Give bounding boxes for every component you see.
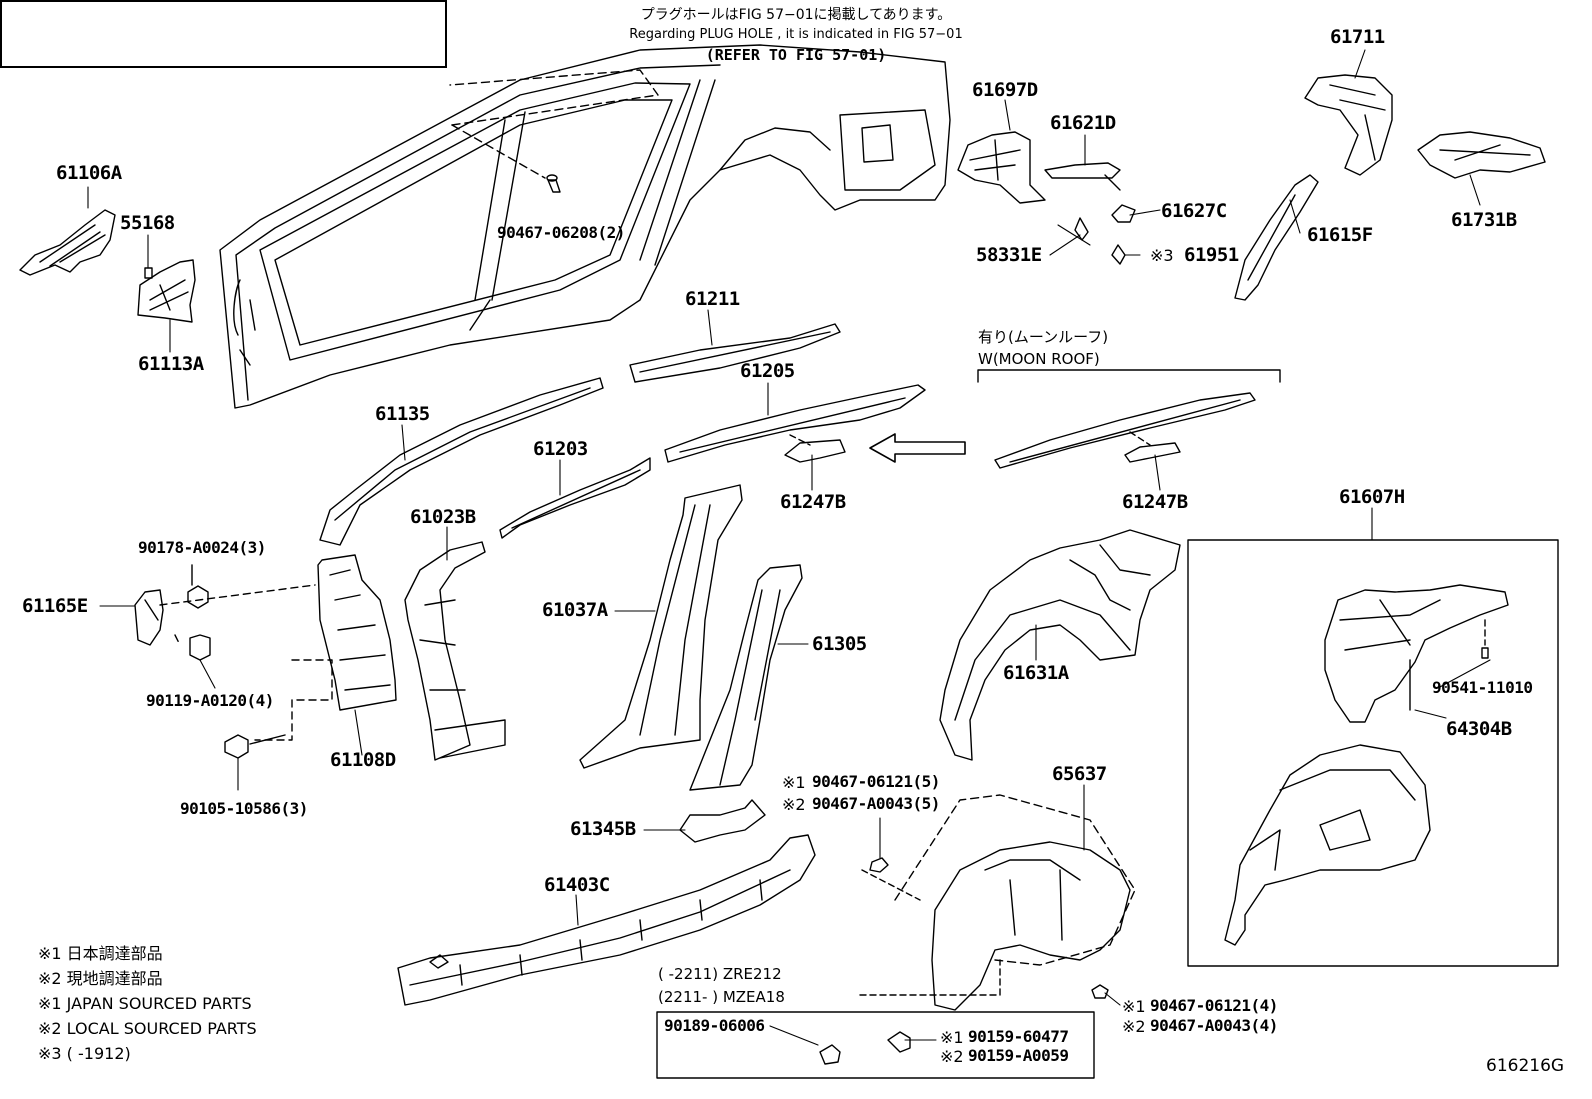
part-label-90467-A0043-4[interactable]: 90467-A0043(4)	[1150, 1016, 1278, 1035]
part-label-61247B-a[interactable]: 61247B	[780, 491, 846, 513]
mark-3: ※3	[1150, 246, 1174, 265]
moon-roof-en: W(MOON ROOF)	[978, 350, 1100, 368]
part-label-90467-A0043-5[interactable]: 90467-A0043(5)	[812, 794, 940, 813]
inner-wheelhouse-box-illustration	[1224, 584, 1509, 946]
part-label-61203[interactable]: 61203	[533, 438, 588, 460]
part-label-90119-A0120[interactable]: 90119-A0120(4)	[146, 691, 274, 710]
part-label-90467-06121-5[interactable]: 90467-06121(5)	[812, 772, 940, 791]
legend-line-5: ※3 ( -1912)	[38, 1044, 131, 1063]
legend-line-3: ※1 JAPAN SOURCED PARTS	[38, 994, 252, 1013]
part-label-61403C[interactable]: 61403C	[544, 874, 610, 896]
fender-liner-illustration	[819, 794, 1136, 1065]
part-label-90178-A0024[interactable]: 90178-A0024(3)	[138, 538, 266, 557]
front-bracket-bolts-illustration	[134, 564, 333, 759]
part-label-61247B-b[interactable]: 61247B	[1122, 491, 1188, 513]
part-label-61305[interactable]: 61305	[812, 633, 867, 655]
note-refer-fig[interactable]: (REFER TO FIG 57-01)	[705, 46, 887, 64]
pillars-illustration	[317, 484, 803, 843]
fastener-box-frame	[656, 1011, 1095, 1079]
part-label-90159-60477[interactable]: 90159-60477	[968, 1027, 1069, 1046]
rocker-sill-illustration	[397, 834, 816, 1006]
figure-id: 616216G	[1486, 1056, 1565, 1076]
part-label-61023B[interactable]: 61023B	[410, 506, 476, 528]
part-label-61345B[interactable]: 61345B	[570, 818, 636, 840]
part-label-90467-06208[interactable]: 90467-06208(2)	[497, 223, 625, 242]
part-label-65637[interactable]: 65637	[1052, 763, 1107, 785]
part-label-61621D[interactable]: 61621D	[1050, 112, 1116, 134]
part-label-61108D[interactable]: 61108D	[330, 749, 396, 771]
part-label-61627C[interactable]: 61627C	[1161, 200, 1227, 222]
part-label-64304B[interactable]: 64304B	[1446, 718, 1512, 740]
part-label-61615F[interactable]: 61615F	[1307, 224, 1373, 246]
model-note-line2: (2211- ) MZEA18	[658, 988, 785, 1006]
box-61607H-frame	[1187, 539, 1559, 967]
part-label-90541-11010[interactable]: 90541-11010	[1432, 678, 1533, 697]
part-label-61165E[interactable]: 61165E	[22, 595, 88, 617]
part-label-61113A[interactable]: 61113A	[138, 353, 204, 375]
note-english: Regarding PLUG HOLE , it is indicated in…	[629, 27, 963, 42]
rear-quarter-inner-illustration	[1234, 74, 1546, 301]
roof-rails-illustration	[319, 323, 1281, 546]
mark-2-c: ※2	[940, 1047, 964, 1066]
part-label-61205[interactable]: 61205	[740, 360, 795, 382]
note-japanese: プラグホールはFIG 57−01に掲載してあります。	[640, 7, 952, 23]
part-label-61106A[interactable]: 61106A	[56, 162, 122, 184]
part-label-58331E[interactable]: 58331E	[976, 244, 1042, 266]
part-label-61607H[interactable]: 61607H	[1339, 486, 1405, 508]
mark-1-c: ※1	[940, 1028, 964, 1047]
legend-line-2: ※2 現地調達部品	[38, 969, 163, 988]
part-label-90105-10586[interactable]: 90105-10586(3)	[180, 799, 308, 818]
part-label-61731B[interactable]: 61731B	[1451, 209, 1517, 231]
model-note-line1: ( -2211) ZRE212	[658, 965, 782, 983]
body-side-panel-illustration	[219, 44, 951, 409]
part-label-61135[interactable]: 61135	[375, 403, 430, 425]
part-label-61037A[interactable]: 61037A	[542, 599, 608, 621]
part-label-90467-06121-4[interactable]: 90467-06121(4)	[1150, 996, 1278, 1015]
mark-1-a: ※1	[782, 773, 806, 792]
part-label-61711[interactable]: 61711	[1330, 26, 1385, 48]
wheel-arch-illustration	[939, 529, 1181, 761]
mark-1-b: ※1	[1122, 997, 1146, 1016]
mark-2-b: ※2	[1122, 1017, 1146, 1036]
front-pillar-brackets-illustration	[19, 209, 196, 323]
part-label-90159-A0059[interactable]: 90159-A0059	[968, 1046, 1069, 1065]
leader-lines	[87, 49, 1491, 1046]
part-label-61211[interactable]: 61211	[685, 288, 740, 310]
part-label-61631A[interactable]: 61631A	[1003, 662, 1069, 684]
mark-2-a: ※2	[782, 795, 806, 814]
part-label-61697D[interactable]: 61697D	[972, 79, 1038, 101]
part-label-90189-06006[interactable]: 90189-06006	[664, 1016, 765, 1035]
legend-line-4: ※2 LOCAL SOURCED PARTS	[38, 1019, 257, 1038]
rear-small-brackets-illustration	[957, 131, 1136, 265]
part-label-61951[interactable]: 61951	[1184, 244, 1239, 266]
moon-roof-jp: 有り(ムーンルーフ)	[978, 328, 1109, 346]
legend-line-1: ※1 日本調達部品	[38, 944, 163, 963]
plug-hole-reference-note: プラグホールはFIG 57−01に掲載してあります。 Regarding PLU…	[0, 0, 963, 68]
part-label-55168[interactable]: 55168	[120, 212, 175, 234]
